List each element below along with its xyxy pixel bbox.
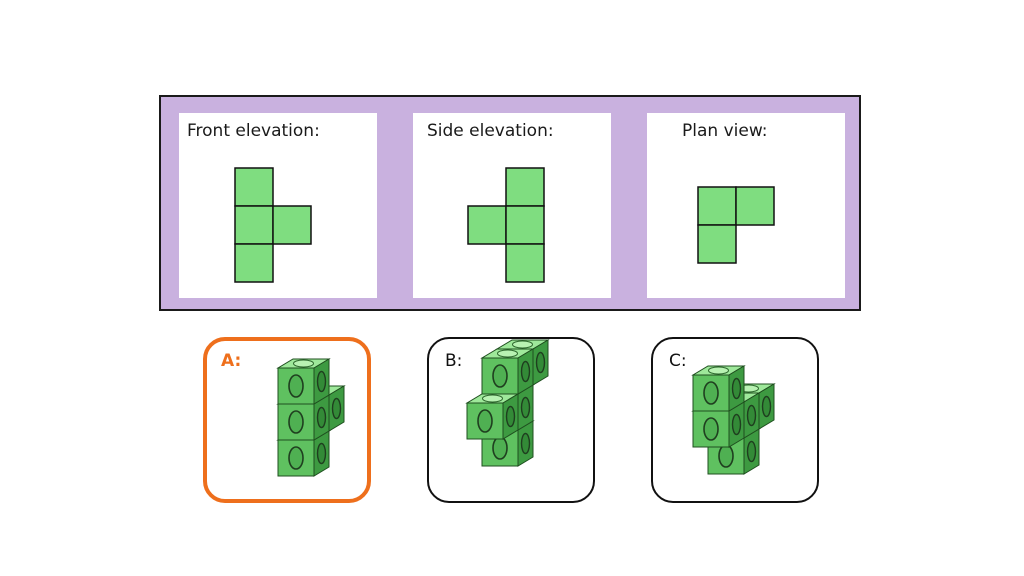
cube-side-hole [520,360,531,383]
front-square [234,243,274,283]
option-a-cube-model [276,358,346,477]
option-a-card[interactable]: A: [203,337,371,503]
option-c-cube-model [691,365,776,475]
front-elevation-label: Front elevation: [187,121,320,141]
cube-side-hole [520,432,531,455]
cube-side-hole [746,404,757,427]
front-square [234,167,274,207]
cube-hole [288,410,304,434]
cube-hole [477,409,493,433]
cube-hole [288,374,304,398]
views-panel: Front elevation: Side elevation: Plan vi… [159,95,861,311]
cube-side-hole [520,396,531,419]
cube [480,348,535,395]
plan-view-label: Plan view: [682,121,768,141]
front-elevation-diagram [234,167,312,283]
side-elevation-panel: Side elevation: [413,113,611,298]
cube-hole [288,446,304,470]
cube-hole [703,417,719,441]
cube-side-hole [535,351,546,374]
front-square [234,205,274,245]
cube-side-hole [331,397,342,420]
cube-top-peg [708,366,729,375]
side-square [505,243,545,283]
cube-side-hole [746,440,757,463]
side-elevation-diagram [467,167,545,283]
cube [465,393,520,440]
cube-side-hole [731,377,742,400]
side-elevation-label: Side elevation: [427,121,554,141]
cube [691,365,746,412]
option-c-card[interactable]: C: [651,337,819,503]
side-square [467,205,507,245]
cube-top-peg [482,394,503,403]
cube-hole [492,364,508,388]
cube-hole [492,436,508,460]
side-square [505,167,545,207]
front-elevation-panel: Front elevation: [179,113,377,298]
option-b-cube-model [465,339,550,467]
cube-side-hole [761,395,772,418]
plan-square [697,186,737,226]
cube-side-hole [505,405,516,428]
plan-square [697,224,737,264]
cube-top-peg [497,349,518,358]
side-square [505,205,545,245]
cube-model [276,358,346,477]
cube-model [465,339,550,467]
cube-top-peg [293,359,314,368]
cube-top-peg [512,340,533,349]
option-a-label: A: [221,351,242,371]
plan-view-diagram [697,186,775,264]
front-square [272,205,312,245]
cube [276,358,331,405]
cube-side-hole [316,406,327,429]
plan-view-panel: Plan view: [647,113,845,298]
cube-side-hole [316,442,327,465]
cube-side-hole [731,413,742,436]
option-b-card[interactable]: B: [427,337,595,503]
option-c-label: C: [669,351,687,371]
cube-hole [718,444,734,468]
cube-side-hole [316,370,327,393]
plan-square [735,186,775,226]
cube-hole [703,381,719,405]
option-b-label: B: [445,351,463,371]
cube-model [691,365,776,475]
